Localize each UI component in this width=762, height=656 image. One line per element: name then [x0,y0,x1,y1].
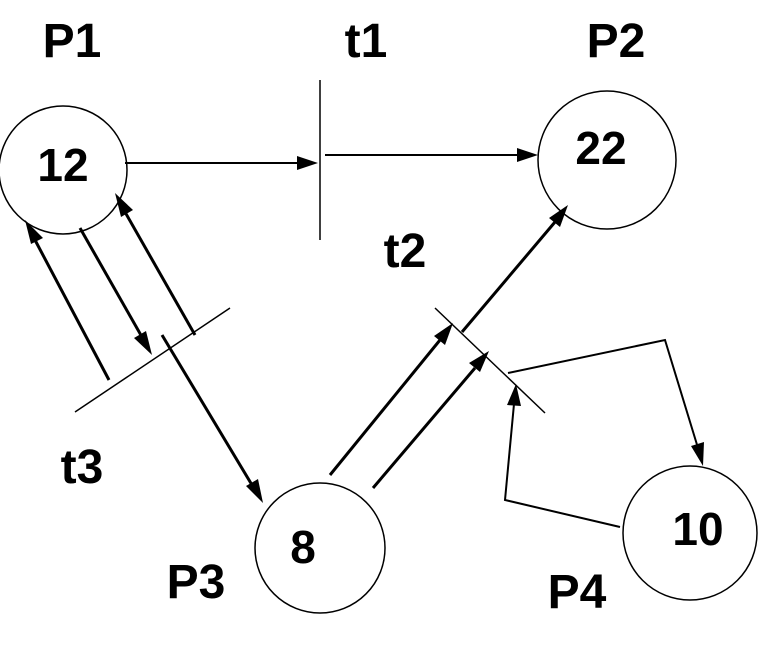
arrowhead-t1-to-p2 [517,148,538,162]
arc-t2-to-p4 [507,338,699,449]
arc-t2-to-p2 [460,221,557,333]
arrowhead-t3-to-p1-left [25,220,43,244]
place-p4-label: P4 [548,566,607,619]
arrowhead-p1-to-t1 [297,156,318,170]
place-p4-tokens: 10 [672,503,723,555]
arrowhead-t3-to-p3 [246,479,263,503]
place-p1-label: P1 [43,15,102,68]
arc-t3-to-p1-left [33,239,111,381]
arc-p4-to-t2 [503,403,621,528]
arrowhead-p3-to-t2-right [469,351,489,372]
arrowhead-t2-to-p2 [549,205,568,227]
transition-t2-bar [434,307,546,414]
place-p1-circle [0,105,128,235]
place-p1-tokens: 12 [37,139,88,191]
place-p2-circle [537,90,677,230]
arc-p3-to-t2-left [328,339,442,476]
arc-p3-to-t2-right [371,367,477,489]
transition-t3-bar [74,307,231,413]
place-p3-circle [254,482,386,614]
arrowhead-t3-to-p1-right [115,193,133,217]
place-p3-label: P3 [167,556,226,609]
transition-t2-label: t2 [384,225,427,278]
arc-t3-to-p3 [160,334,254,486]
place-p4-circle [622,465,758,601]
arrowhead-t2-to-p4 [691,442,704,466]
transition-t3-label: t3 [61,441,104,494]
arc-t3-to-p1-right [123,211,197,336]
arrowhead-p4-to-t2 [507,384,521,406]
transition-t1-label: t1 [345,15,388,68]
place-p3-tokens: 8 [290,521,316,573]
place-p2-label: P2 [587,15,646,68]
place-p2-tokens: 22 [575,122,626,174]
arc-p1-to-t3 [78,227,144,338]
arrowhead-p1-to-t3 [134,331,152,355]
arrowhead-p3-to-t2-left [434,323,453,345]
